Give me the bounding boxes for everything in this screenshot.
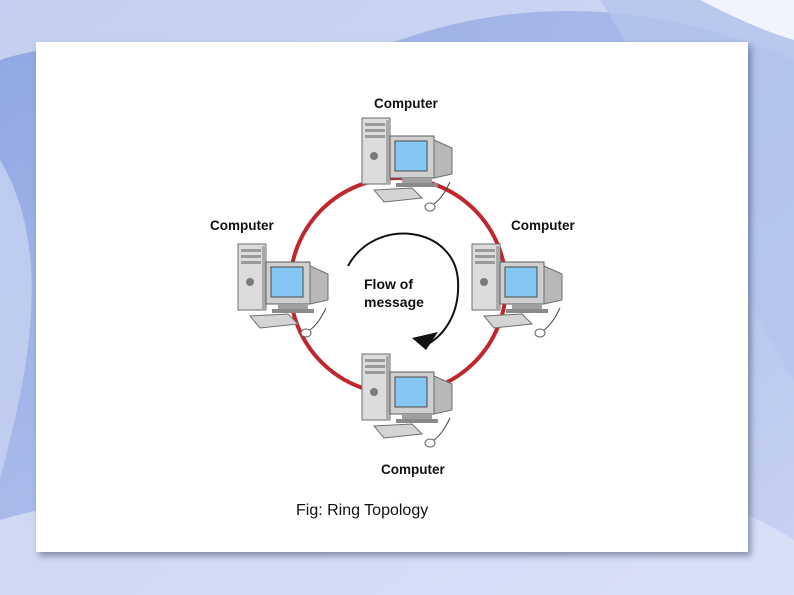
figure-caption: Fig: Ring Topology [296,502,429,519]
flow-label-line2: message [364,294,424,310]
label-computer-bottom: Computer [381,462,445,477]
computer-right [471,243,563,338]
computer-left [237,243,329,338]
label-computer-top: Computer [374,96,438,111]
flow-label-line1: Flow of [364,276,413,292]
computer-top [361,117,453,212]
label-computer-left: Computer [210,218,274,233]
ring-topology-diagram [237,117,563,448]
ring-topology-figure: Computer Computer Computer Computer Flow… [210,96,585,486]
label-computer-right: Computer [511,218,575,233]
computer-bottom [361,353,453,448]
arrowhead-icon [412,332,438,350]
message-flow-arrow [347,232,460,345]
